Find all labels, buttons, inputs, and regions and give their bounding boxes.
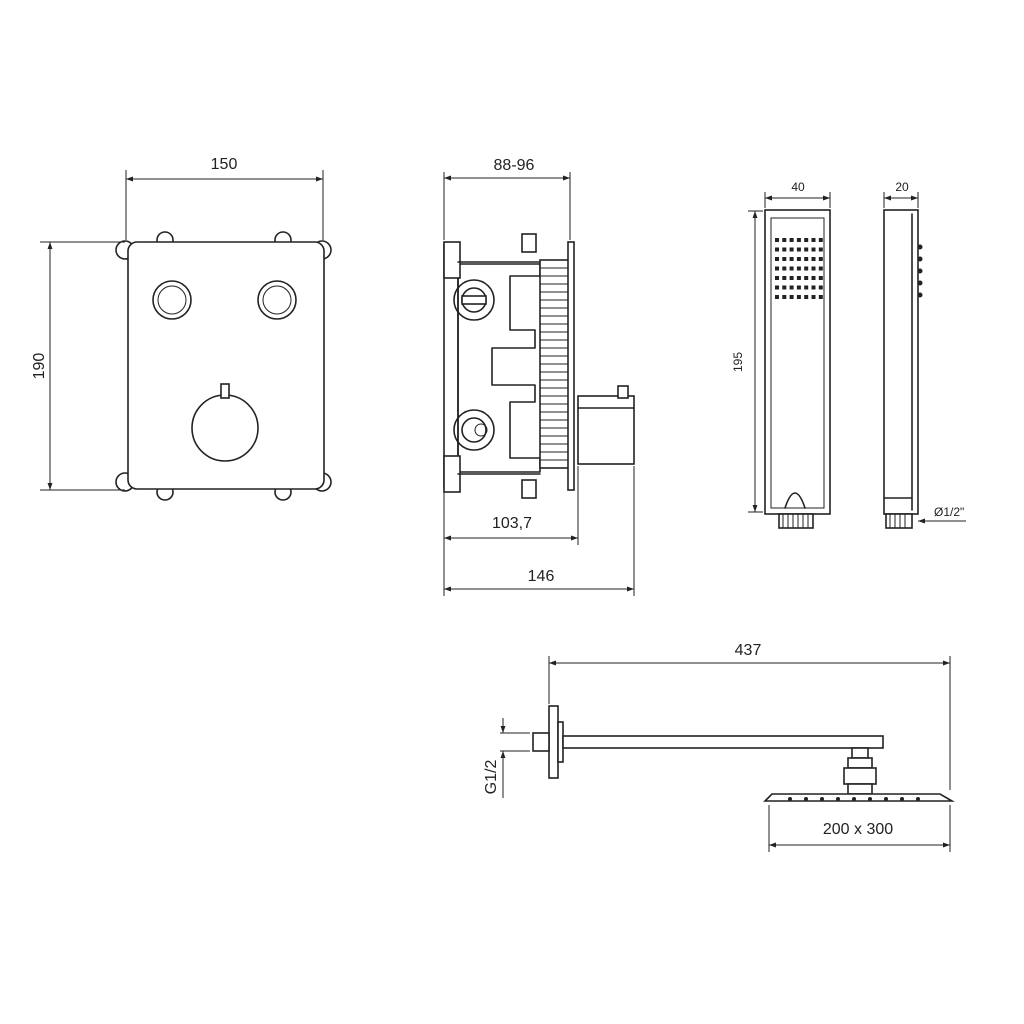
nozzle-dot: [775, 247, 779, 252]
handshower-front-view: 40 195: [731, 180, 831, 529]
nozzle-dot: [818, 285, 823, 290]
plaster-guard: [539, 259, 571, 469]
nozzle-dot: [818, 257, 823, 261]
nozzle-dot: [811, 266, 816, 271]
nozzle-dot: [775, 266, 779, 271]
nozzle-dot: [811, 285, 816, 290]
handshower-thread-label: Ø1/2": [934, 505, 964, 519]
nozzle-dot: [796, 238, 801, 242]
nozzle-dot: [789, 238, 794, 242]
arm-thread-label: G1/2: [483, 760, 500, 795]
nozzle-dot: [804, 257, 809, 261]
head-size-label: 200 x 300: [823, 821, 893, 838]
nozzle-dot: [811, 247, 816, 252]
handle-side: [577, 395, 635, 465]
lower-port: [453, 409, 495, 451]
box-depth-valve-label: 103,7: [492, 515, 532, 532]
nozzle-dot: [782, 285, 787, 290]
nozzle-dot: [804, 247, 809, 252]
nozzle-dot: [782, 238, 787, 242]
nozzle-dot: [789, 285, 794, 290]
nozzle-dot: [775, 238, 779, 242]
nozzle-dot: [775, 257, 779, 261]
handshower-width-label: 40: [791, 180, 805, 194]
shower-arm-view: 437 G1/2 200 x 300: [483, 642, 955, 852]
box-depth-total-label: 146: [528, 568, 555, 585]
arm-inlet: [532, 732, 550, 752]
nozzle-dot: [818, 238, 823, 242]
nozzle-dot: [789, 257, 794, 261]
nozzle-dot: [796, 247, 801, 252]
nozzle-dot: [782, 295, 787, 299]
nozzle-dot: [811, 238, 816, 242]
nozzle-dot: [818, 295, 823, 299]
handle-notch: [784, 492, 806, 509]
shower-head: [763, 793, 955, 802]
rear-frame: [443, 243, 459, 489]
arm-tube: [562, 735, 884, 749]
nozzle-dot: [811, 257, 816, 261]
nozzle-dot: [796, 285, 801, 290]
push-button-right: [257, 280, 297, 320]
shower-head-nozzles: [788, 797, 920, 801]
arm-length-label: 437: [735, 642, 762, 659]
nozzle-dot: [811, 295, 816, 299]
nozzle-dot: [796, 266, 801, 271]
nozzle-dot: [804, 276, 809, 280]
nozzle-dot: [782, 257, 787, 261]
front-plate: [127, 241, 325, 490]
nozzle-dot: [796, 295, 801, 299]
panel-width-label: 150: [211, 156, 238, 173]
wall-flange: [548, 705, 559, 779]
nozzle-dot: [804, 285, 809, 290]
nozzle-dot: [818, 276, 823, 280]
push-button-left: [152, 280, 192, 320]
box-depth-label: 88-96: [494, 157, 535, 174]
nozzle-dot: [789, 266, 794, 271]
nozzle-dot: [804, 238, 809, 242]
handshower-body: [764, 209, 831, 515]
nozzle-dot: [775, 276, 779, 280]
nozzle-dot: [789, 247, 794, 252]
nozzle-dot: [796, 276, 801, 280]
nozzle-dot: [789, 295, 794, 299]
nozzle-dot: [804, 266, 809, 271]
upper-port: [453, 279, 495, 321]
knob-indicator: [220, 383, 230, 399]
handshower-side-body: [883, 209, 919, 515]
front-panel-view: 150 190: [31, 156, 332, 501]
spray-nozzles: [775, 238, 823, 299]
nozzle-dot: [818, 266, 823, 271]
nozzle-dot: [782, 266, 787, 271]
nozzle-dot: [782, 276, 787, 280]
nozzle-dot: [818, 247, 823, 252]
box-side-view: 88-96 103,7 146: [443, 157, 635, 596]
handshower-side-view: 20 Ø1/2": [883, 180, 966, 529]
nozzle-dot: [775, 295, 779, 299]
nozzle-dot: [782, 247, 787, 252]
nozzle-dot: [789, 276, 794, 280]
nozzle-dot: [796, 257, 801, 261]
nozzle-dot: [811, 276, 816, 280]
nozzle-dot: [775, 285, 779, 290]
cover-plate-edge: [567, 241, 575, 491]
nozzle-dot: [804, 295, 809, 299]
handshower-height-label: 195: [731, 352, 745, 372]
handshower-depth-label: 20: [895, 180, 909, 194]
panel-height-label: 190: [31, 353, 48, 380]
